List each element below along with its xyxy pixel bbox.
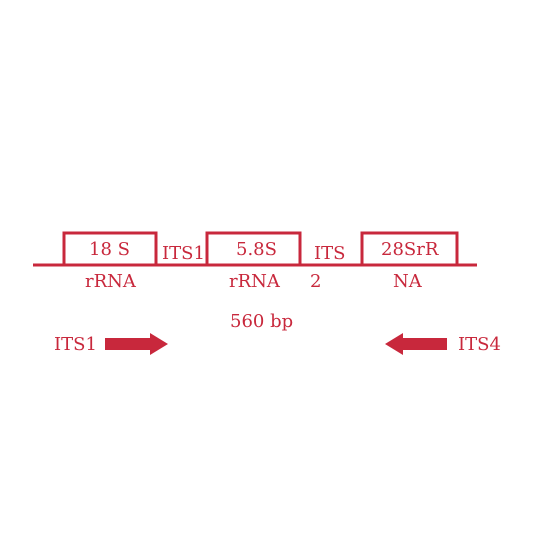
- label-5-8s: 5.8S: [236, 239, 277, 260]
- label-5-8s-sub: rRNA: [229, 271, 280, 292]
- box-5-8s: [205, 231, 302, 267]
- box-18s: [62, 231, 158, 267]
- arrow-left-icon: [385, 333, 447, 355]
- primer-forward-label: ITS1: [54, 334, 97, 355]
- arrow-right-icon: [105, 333, 168, 355]
- label-28s-sub: NA: [393, 271, 422, 292]
- box-28s: [360, 231, 459, 267]
- label-its2-spacer-bottom: 2: [310, 271, 322, 292]
- label-its2-spacer-top: ITS: [314, 243, 346, 264]
- label-18s-sub: rRNA: [85, 271, 136, 292]
- label-18s: 18 S: [89, 239, 130, 260]
- primer-reverse-label: ITS4: [458, 334, 501, 355]
- label-28s: 28SrR: [381, 239, 439, 260]
- label-its1-spacer: ITS1: [162, 243, 205, 264]
- amplicon-size-label: 560 bp: [230, 311, 294, 332]
